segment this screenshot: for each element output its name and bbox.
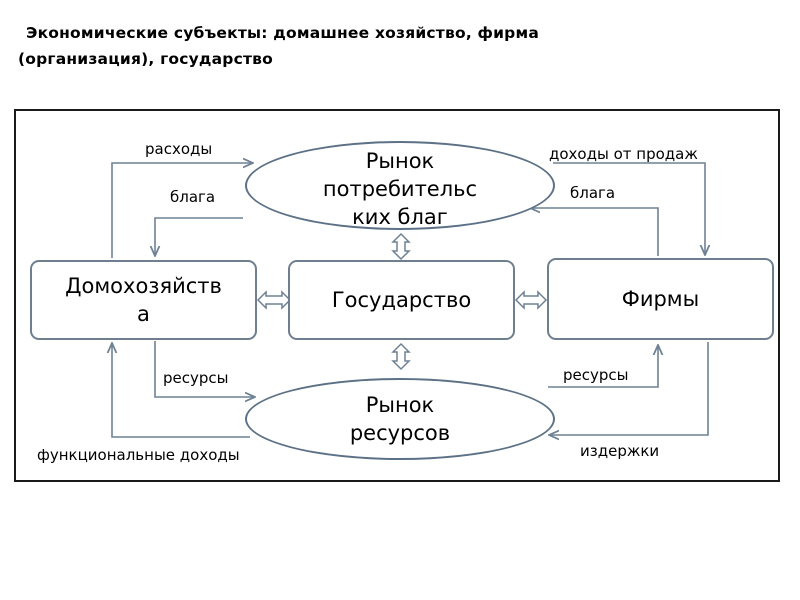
resources-right-label: ресурсы xyxy=(563,366,629,384)
state-label: Государство xyxy=(331,288,472,312)
resources-to-firms-arrow xyxy=(548,345,658,388)
resource-market-node: Рынок ресурсов xyxy=(245,378,555,460)
households-line-1: Домохозяйств xyxy=(65,274,222,298)
consumer-goods-market-line-2: потребительс xyxy=(322,176,478,201)
consumer-goods-market-line-1: Рынок xyxy=(365,148,435,173)
functional-income-label: функциональные доходы xyxy=(37,446,240,464)
consumer-goods-market-node: Рынок потребительс ких благ xyxy=(245,141,555,230)
functional-income-arrow xyxy=(112,343,250,438)
sales-income-arrow xyxy=(553,162,705,255)
goods-left-label: блага xyxy=(170,188,216,206)
state-firms-double-arrow xyxy=(514,290,548,310)
goods-to-households-arrow xyxy=(155,217,243,256)
resources-left-label: ресурсы xyxy=(163,369,229,387)
state-resource-market-double-arrow xyxy=(391,342,411,371)
goods-right-label: блага xyxy=(570,184,616,202)
firms-label: Фирмы xyxy=(621,287,700,311)
households-line-2: а xyxy=(137,302,150,326)
households-state-double-arrow xyxy=(256,290,292,310)
expenses-arrow xyxy=(111,163,253,258)
costs-label: издержки xyxy=(580,442,660,460)
slide-title-line-1: Экономические субъекты: домашнее хозяйст… xyxy=(26,24,539,42)
state-consumer-market-double-arrow xyxy=(391,232,411,261)
state-node: Государство xyxy=(288,260,515,340)
resource-market-line-1: Рынок xyxy=(365,393,435,417)
firms-node: Фирмы xyxy=(547,258,774,340)
expenses-label: расходы xyxy=(145,140,213,158)
consumer-goods-market-line-3: ких благ xyxy=(352,204,448,229)
resources-from-households-arrow xyxy=(154,341,255,397)
sales-income-label: доходы от продаж xyxy=(549,145,698,163)
costs-arrow xyxy=(549,342,709,435)
resource-market-line-2: ресурсов xyxy=(349,421,451,445)
diagram-frame xyxy=(14,109,780,482)
slide-title: Экономические субъекты: домашнее хозяйст… xyxy=(18,20,718,72)
households-node: Домохозяйств а xyxy=(30,260,257,340)
slide-title-line-2: (организация), государство xyxy=(18,50,274,68)
goods-from-firms-arrow xyxy=(530,208,659,256)
